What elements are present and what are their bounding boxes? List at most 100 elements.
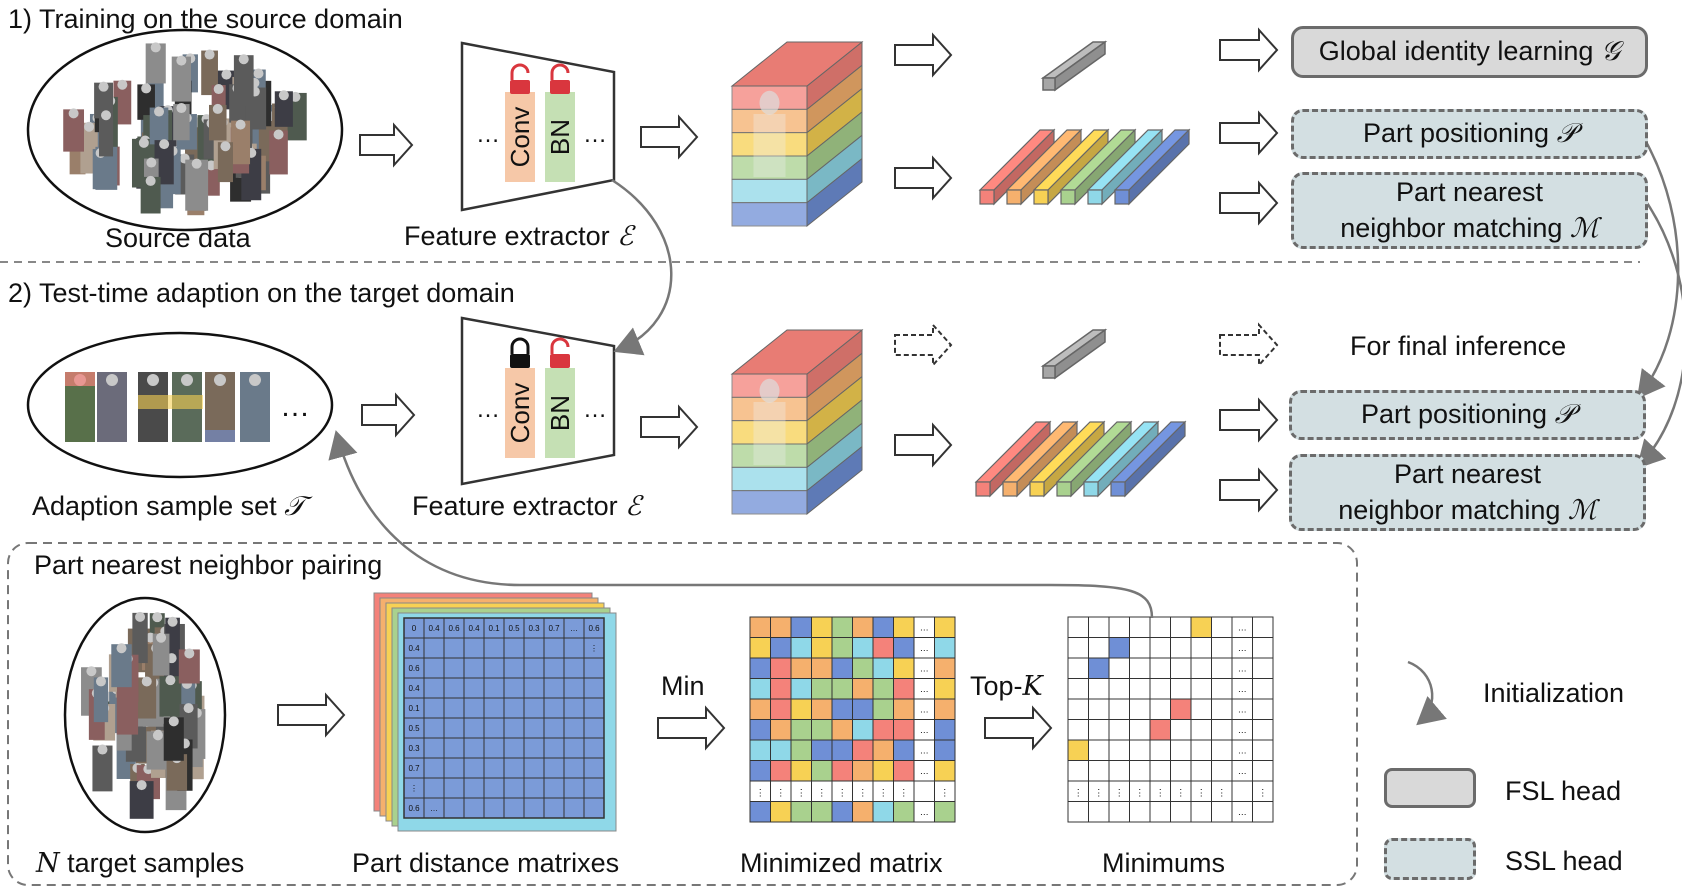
minimized-cell <box>893 637 915 659</box>
person-thumbnail <box>149 107 169 145</box>
person-head <box>759 90 780 115</box>
person-head <box>220 141 231 152</box>
head-label-line2: neighbor matching ℳ <box>1340 211 1599 246</box>
head-label-text: neighbor matching <box>1338 494 1561 525</box>
label-topk: Top-K <box>970 671 1043 702</box>
cube-top-face <box>730 329 864 375</box>
minimum-cell <box>1149 657 1171 679</box>
block-arrow <box>894 422 953 468</box>
minimized-cell <box>790 698 812 720</box>
minimum-cell <box>1252 760 1274 782</box>
person-thumbnail <box>171 56 191 102</box>
minimized-cell <box>893 719 915 741</box>
symbol-k: K <box>1022 671 1043 702</box>
cell-ellipsis: … <box>1238 766 1247 776</box>
person-thumbnail <box>93 677 109 723</box>
part-vector-front <box>1056 481 1072 497</box>
matrix-ellipsis: ⋮ <box>590 644 598 653</box>
minimized-cell <box>852 801 874 823</box>
head-label-line1: Part nearest <box>1395 177 1544 208</box>
symbol-n: N <box>36 848 60 879</box>
person-thumbnail <box>63 109 85 152</box>
head-label-line1: Part nearest <box>1393 459 1542 490</box>
minimized-cell <box>872 657 894 679</box>
minimized-cell <box>790 801 812 823</box>
person-thumbnail <box>274 91 293 127</box>
minimized-cell <box>749 698 771 720</box>
person-thumbnail <box>163 717 184 761</box>
person-thumbnail <box>178 649 200 684</box>
minimized-cell <box>852 698 874 720</box>
part-vector-front <box>1083 481 1099 497</box>
part-vector-front <box>1033 189 1049 205</box>
minimum-cell <box>1088 657 1110 679</box>
adaption-more-ellipsis: … <box>280 390 310 423</box>
minimized-cell <box>934 678 956 700</box>
minimum-cell <box>1149 801 1171 823</box>
minimum-cell <box>1108 760 1130 782</box>
person-head <box>106 374 118 386</box>
minimum-cell <box>1252 637 1274 659</box>
person-thumbnail <box>137 677 157 719</box>
minimized-cell <box>811 698 833 720</box>
minimum-cell <box>1149 739 1171 761</box>
minimized-cell <box>749 739 771 761</box>
minimized-cell <box>770 616 792 638</box>
person-head <box>212 103 223 114</box>
conv-layer-bottom <box>505 368 535 458</box>
person-head <box>253 68 264 79</box>
matrix-value: ⋮ <box>410 784 418 793</box>
cell-ellipsis: ⋮ <box>879 787 888 797</box>
pairing-frame <box>7 542 1358 886</box>
person-head <box>138 137 149 148</box>
minimum-cell <box>1190 698 1212 720</box>
ellipsis-right-bottom: … <box>583 396 607 423</box>
ellipsis-left-top: … <box>476 121 500 148</box>
person-thumbnail <box>113 80 132 125</box>
symbol-m: ℳ <box>1567 494 1597 526</box>
minimized-cell <box>811 637 833 659</box>
symbol-m: ℳ <box>1569 212 1599 244</box>
section-title-pairing: Part nearest neighbor pairing <box>34 550 383 580</box>
person-thumbnail <box>231 120 251 165</box>
minimized-cell <box>872 637 894 659</box>
cell-ellipsis: … <box>920 622 929 632</box>
person-head <box>168 716 179 727</box>
part-vector-front <box>1006 189 1022 205</box>
person-head <box>98 81 109 92</box>
person-thumbnail <box>185 159 209 211</box>
minimized-cell <box>872 719 894 741</box>
minimum-cell <box>1149 637 1171 659</box>
cube-top-face <box>730 41 864 87</box>
part-highlight <box>205 430 235 442</box>
minimized-cell <box>852 678 874 700</box>
person-thumbnail <box>129 781 154 819</box>
bn-label-bottom: BN <box>545 394 575 432</box>
block-arrow <box>640 404 699 450</box>
minimized-cell <box>790 678 812 700</box>
minimum-cell <box>1170 739 1192 761</box>
cell-ellipsis: … <box>920 725 929 735</box>
minimum-cell <box>1170 637 1192 659</box>
minimum-cell <box>1129 616 1151 638</box>
minimum-cell <box>1190 739 1212 761</box>
person-head <box>145 175 156 186</box>
caption-feature-extractor-top: Feature extractor ℰ <box>404 223 633 251</box>
minimum-cell <box>1067 801 1089 823</box>
minimum-cell <box>1129 760 1151 782</box>
minimum-cell <box>1149 678 1171 700</box>
matrix-value: 0.6 <box>448 624 460 633</box>
lock-icon <box>510 337 530 368</box>
cube-front-band <box>731 466 808 492</box>
caption-n-target-samples: N target samples <box>36 848 244 879</box>
minimized-cell <box>831 801 853 823</box>
minimum-cell <box>1088 760 1110 782</box>
minimized-cell <box>872 678 894 700</box>
minimum-cell <box>1170 678 1192 700</box>
symbol-g: 𝒢 <box>1600 36 1621 68</box>
cell-ellipsis: ⋮ <box>1258 787 1267 797</box>
person-head <box>117 79 128 90</box>
person-head <box>184 648 195 659</box>
minimized-cell <box>934 637 956 659</box>
minimum-cell <box>1190 801 1212 823</box>
